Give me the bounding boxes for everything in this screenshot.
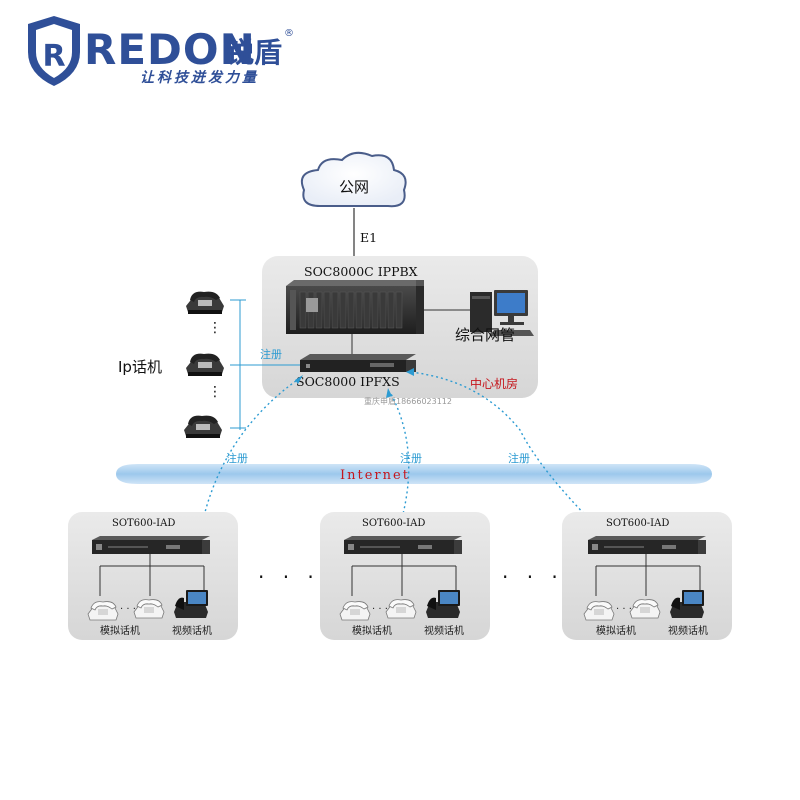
analog-phone-label: 模拟话机 [100, 624, 140, 637]
svg-text:· · ·: · · · [372, 604, 388, 615]
ip-phone [186, 353, 224, 376]
ippbx-server [286, 280, 424, 334]
svg-text:· · ·: · · · [616, 604, 632, 615]
watermark-text: 重庆申盾18666023112 [364, 396, 452, 406]
brand-slogan: 让科技迸发力量 [140, 69, 259, 86]
svg-text:· · ·: · · · [120, 604, 136, 615]
public-network-cloud: 公网 [300, 151, 407, 208]
ip-phones-label: Ip话机 [118, 358, 162, 376]
brand-name-cn: 锐盾 [226, 36, 282, 69]
registered-mark: ® [284, 28, 294, 39]
branch-site-3: SOT600-IAD · · · 模拟话机 视频话机 [562, 512, 732, 640]
branch-site-2: SOT600-IAD · · · 模拟话机 视频话机 [320, 512, 490, 640]
svg-text:⋮: ⋮ [208, 320, 222, 336]
ip-phone [184, 415, 222, 438]
register-label: 注册 [508, 451, 530, 465]
iad-label: SOT600-IAD [112, 518, 175, 529]
analog-phone-label: 模拟话机 [352, 624, 392, 637]
ip-phone [186, 291, 224, 314]
iad-label: SOT600-IAD [606, 518, 669, 529]
iad-label: SOT600-IAD [362, 518, 425, 529]
internet-band [116, 464, 712, 484]
e1-link-label: E1 [360, 230, 377, 245]
register-label: 注册 [226, 451, 248, 465]
room-label: 中心机房 [470, 376, 518, 391]
cloud-label: 公网 [339, 178, 369, 196]
register-label: 注册 [400, 451, 422, 465]
internet-label: Internet [340, 468, 410, 483]
svg-text:⋮: ⋮ [208, 384, 222, 400]
ipfxs-gateway [300, 354, 416, 372]
ipfxs-label: SOC8000 IPFXS [296, 374, 400, 389]
logo: R REDON 锐盾 ® 让科技迸发力量 [28, 16, 294, 86]
analog-phone-label: 模拟话机 [596, 624, 636, 637]
brand-name: REDON [84, 25, 256, 74]
video-phone-label: 视频话机 [668, 624, 708, 637]
register-label: 注册 [260, 347, 282, 361]
video-phone-label: 视频话机 [424, 624, 464, 637]
ippbx-label: SOC8000C IPPBX [304, 264, 418, 279]
mgmt-label: 综合网管 [455, 326, 515, 344]
branch-site-1: SOT600-IAD · · · 模拟话机 视频话机 [68, 512, 238, 640]
svg-text:R: R [42, 39, 65, 74]
video-phone-label: 视频话机 [172, 624, 212, 637]
computer-icon [470, 290, 534, 336]
